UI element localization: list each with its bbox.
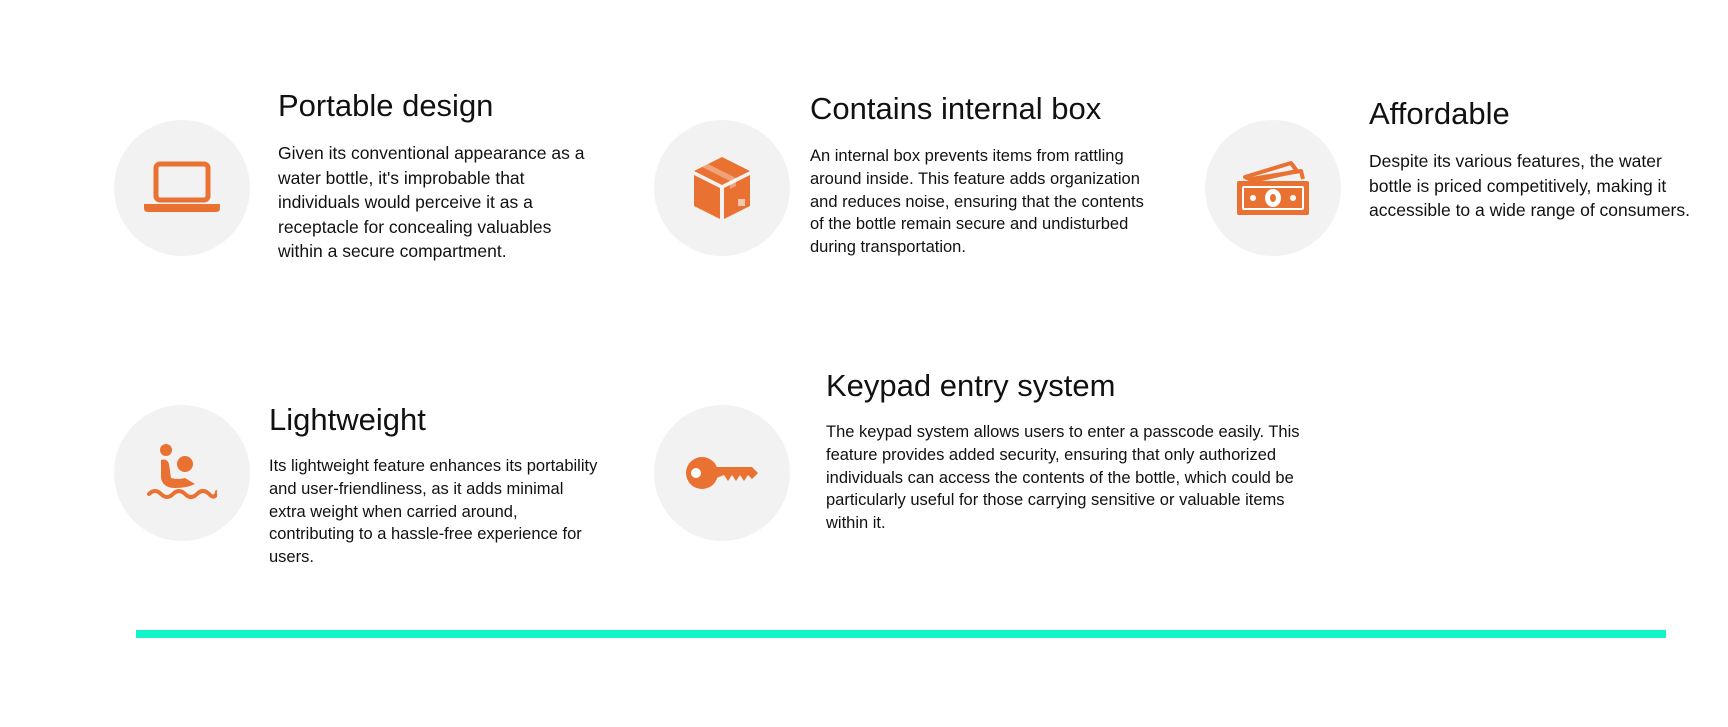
money-icon xyxy=(1237,161,1309,215)
feature-title: Lightweight xyxy=(269,402,426,437)
swimmer-icon xyxy=(147,444,217,499)
box-icon xyxy=(694,157,750,219)
feature-title: Portable design xyxy=(278,88,494,123)
feature-title: Affordable xyxy=(1369,96,1510,131)
icon-circle xyxy=(654,405,790,541)
feature-description: Its lightweight feature enhances its por… xyxy=(269,457,598,567)
accent-divider-line xyxy=(136,630,1666,638)
icon-circle xyxy=(114,405,250,541)
key-icon xyxy=(686,457,758,489)
feature-description: An internal box prevents items from ratt… xyxy=(810,147,1144,257)
icon-circle xyxy=(1205,120,1341,256)
feature-description: The keypad system allows users to enter … xyxy=(826,423,1300,533)
feature-description: Despite its various features, the water … xyxy=(1369,151,1690,220)
icon-circle xyxy=(654,120,790,256)
feature-description: Given its conventional appearance as a w… xyxy=(278,143,585,261)
feature-title: Keypad entry system xyxy=(826,368,1116,403)
laptop-icon xyxy=(144,161,220,212)
feature-title: Contains internal box xyxy=(810,91,1102,126)
icon-circle xyxy=(114,120,250,256)
